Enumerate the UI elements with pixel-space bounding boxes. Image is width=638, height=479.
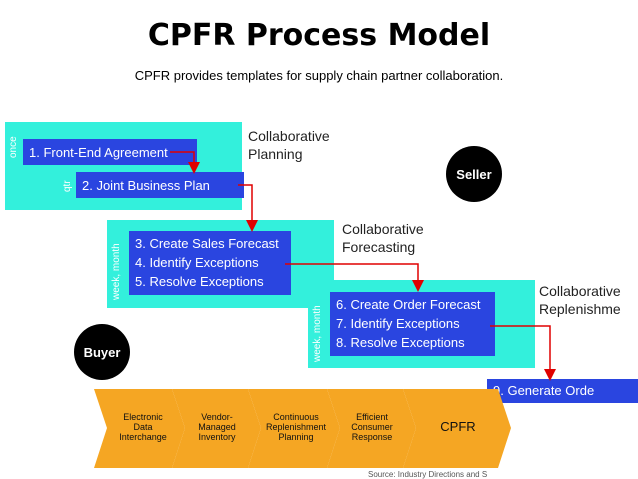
page-title: CPFR Process Model [147, 18, 491, 53]
chevron-label-crp: Continuous Replenishment Planning [265, 412, 327, 442]
step-4[interactable]: 4. Identify Exceptions [135, 255, 259, 270]
arrow-1-to-2 [170, 151, 200, 174]
phase-planning-label: Collaborative Planning [248, 128, 330, 162]
step-3[interactable]: 3. Create Sales Forecast [135, 236, 279, 251]
seller-circle: Seller [446, 146, 502, 202]
chevron-crp [248, 389, 340, 468]
phase-replenishment: Collaborative Replenishme [539, 282, 638, 318]
chevron-cpfr [403, 389, 511, 468]
phase-planning: Collaborative Planning [248, 127, 330, 163]
step-9[interactable]: 9. Generate Orde [487, 379, 638, 403]
chevron-label-vmi: Vendor- Managed Inventory [198, 412, 236, 442]
step-1[interactable]: 1. Front-End Agreement [23, 139, 197, 165]
chevron-ecr [327, 389, 416, 468]
page-subtitle: CPFR provides templates for supply chain… [134, 68, 504, 83]
step-8[interactable]: 8. Resolve Exceptions [336, 335, 465, 350]
chevron-label-ecr: Efficient Consumer Response [351, 412, 393, 442]
step-6[interactable]: 6. Create Order Forecast [336, 297, 481, 312]
buyer-circle: Buyer [74, 324, 130, 380]
phase-forecasting: Collaborative Forecasting [342, 220, 424, 256]
arrow-7-to-9 [490, 325, 556, 381]
forecasting-steps: 3. Create Sales Forecast 4. Identify Exc… [129, 231, 291, 295]
arrow-4-to-6 [285, 263, 424, 292]
chevron-label-cpfr: CPFR [440, 419, 476, 434]
chevron-vmi [172, 389, 261, 468]
arrow-2-to-3 [238, 184, 258, 232]
phase-forecasting-label: Collaborative Forecasting [342, 221, 424, 255]
chevron-label-edi: Electronic Data Interchange [119, 412, 167, 442]
step-2[interactable]: 2. Joint Business Plan [76, 172, 244, 198]
phase-replenishment-label: Collaborative Replenishme [539, 283, 621, 317]
source-note: Source: Industry Directions and S [368, 470, 488, 479]
step-7[interactable]: 7. Identify Exceptions [336, 316, 460, 331]
replenishment-steps: 6. Create Order Forecast 7. Identify Exc… [330, 292, 495, 356]
chevron-edi [94, 389, 185, 468]
step-5[interactable]: 5. Resolve Exceptions [135, 274, 264, 289]
